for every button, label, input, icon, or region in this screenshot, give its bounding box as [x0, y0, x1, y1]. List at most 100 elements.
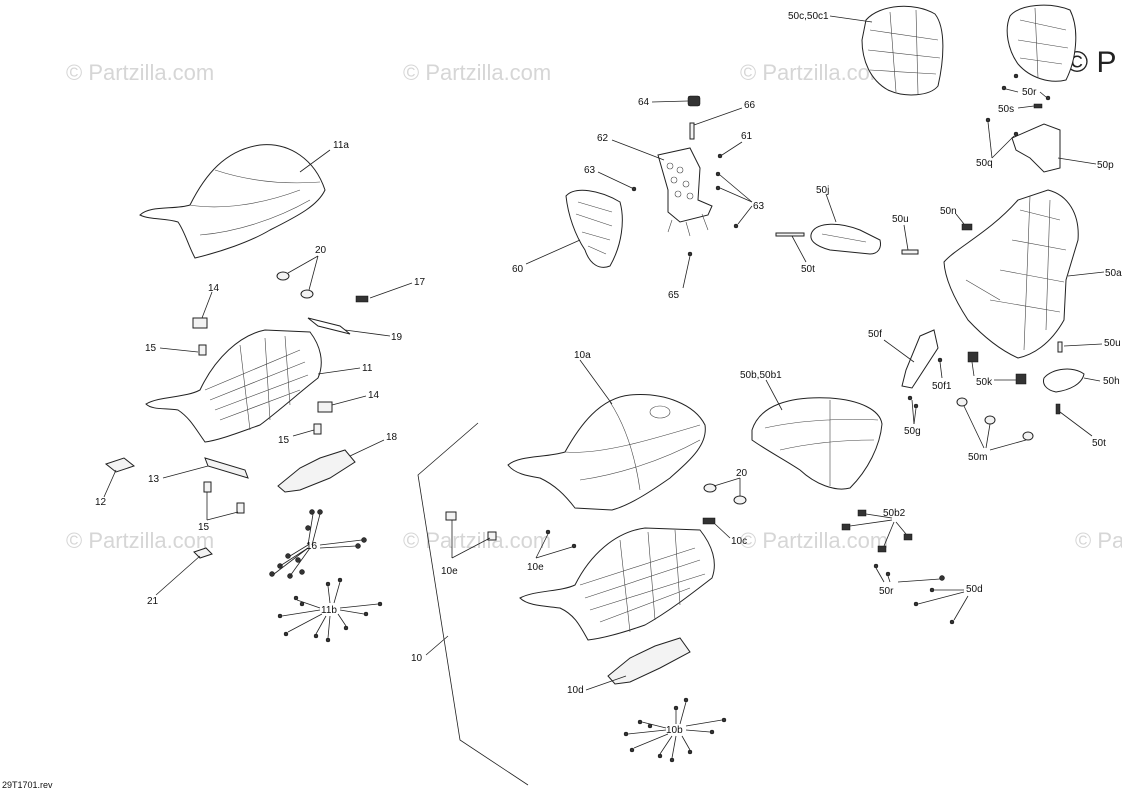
watermark-text: © Partzilla.com [66, 528, 214, 553]
part-50u-rod[interactable] [1057, 341, 1063, 353]
part-50h-knob[interactable] [1043, 368, 1085, 393]
callout-15: 15 [198, 522, 210, 533]
callout-16: 16 [306, 541, 318, 552]
callout-50t: 50t [801, 264, 815, 275]
callout-50b2: 50b2 [883, 508, 906, 519]
part-15-bushing[interactable] [198, 344, 207, 356]
watermark-text: © Partzilla.com [1075, 528, 1122, 553]
callout-50p: 50p [1097, 160, 1114, 171]
part-50c-backrest-cushion[interactable] [861, 5, 944, 96]
part-50f-linkage[interactable] [901, 329, 939, 389]
part-50t-screw[interactable] [1055, 403, 1061, 415]
callout-10e: 10e [441, 566, 458, 577]
callout-12: 12 [95, 497, 107, 508]
part-50a-seat-frame[interactable] [943, 189, 1079, 359]
part-50m-feet[interactable] [956, 397, 1034, 441]
part-20-grommets[interactable] [703, 483, 747, 505]
part-18-heat-shield[interactable] [277, 449, 356, 493]
part-15-bushing[interactable] [203, 481, 245, 514]
callout-50b: 50b,50b1 [740, 370, 782, 381]
part-14-clip[interactable] [192, 317, 208, 329]
callout-63: 63 [753, 201, 765, 212]
group-bracket-10 [417, 422, 529, 786]
watermark-text: © Partzilla.com [740, 528, 888, 553]
part-50n-clip[interactable] [961, 223, 973, 231]
part-66-bolt[interactable] [689, 122, 695, 140]
watermark-text: © Partzilla.com [403, 528, 551, 553]
callout-10c: 10c [731, 536, 747, 547]
part-50d-screws[interactable] [913, 587, 955, 625]
callout-50u: 50u [1104, 338, 1121, 349]
part-21-label[interactable] [193, 547, 213, 559]
part-50q-screws[interactable] [985, 117, 1019, 137]
part-63-screws[interactable] [631, 171, 739, 229]
part-11-seat-base[interactable] [145, 329, 322, 443]
part-61-screw[interactable] [717, 153, 723, 159]
part-50b2-fasteners[interactable] [841, 509, 913, 553]
part-50u-rod[interactable] [901, 249, 919, 255]
part-50k-connectors[interactable] [967, 351, 1027, 385]
callout-10b: 10b [666, 725, 683, 736]
callout-66: 66 [744, 100, 756, 111]
part-17-latch[interactable] [355, 295, 369, 303]
callout-50s: 50s [998, 104, 1014, 115]
part-64-knob[interactable] [687, 95, 701, 107]
watermark-text: © Partzilla.com [740, 60, 888, 85]
part-62-backrest-bracket[interactable] [657, 147, 713, 237]
part-13-mount-plate[interactable] [204, 457, 249, 479]
callout-50c: 50c,50c1 [788, 11, 829, 22]
part-10e-bumpers[interactable] [445, 511, 577, 549]
part-15-bushing[interactable] [313, 423, 322, 435]
callout-63: 63 [584, 165, 596, 176]
callout-11b: 11b [321, 605, 337, 616]
callout-10: 10 [411, 653, 423, 664]
part-50r-screws[interactable] [1001, 73, 1051, 101]
callout-64: 64 [638, 97, 650, 108]
part-19-bracket[interactable] [307, 317, 351, 335]
part-10-seat-base[interactable] [519, 527, 715, 641]
part-50g-screws[interactable] [907, 395, 919, 409]
watermark-group: © Partzilla.com © Partzilla.com © Partzi… [66, 46, 1122, 553]
callout-60: 60 [512, 264, 524, 275]
callout-50u: 50u [892, 214, 909, 225]
part-50p-bracket[interactable] [1011, 123, 1061, 173]
part-50r-screws[interactable] [873, 563, 945, 581]
callout-14: 14 [368, 390, 380, 401]
leader-lines-10b [627, 701, 723, 759]
callout-65: 65 [668, 290, 680, 301]
callout-19: 19 [391, 332, 403, 343]
callout-50k: 50k [976, 377, 993, 388]
callout-21: 21 [147, 596, 159, 607]
leader-lines-11b [281, 581, 379, 639]
part-50s-clip[interactable] [1033, 103, 1043, 109]
part-11a-seat-cover[interactable] [139, 144, 326, 259]
callout-20: 20 [736, 468, 748, 479]
callout-20: 20 [315, 245, 327, 256]
callout-50r: 50r [879, 586, 894, 597]
part-14-clip[interactable] [317, 401, 333, 413]
part-60-backrest-pad[interactable] [565, 189, 623, 268]
part-10a-seat-cover[interactable] [507, 394, 706, 511]
part-50t-pin[interactable] [775, 232, 805, 237]
part-16-nuts[interactable] [269, 509, 367, 579]
leader-lines-16 [273, 513, 363, 577]
callout-50h: 50h [1103, 376, 1120, 387]
callout-50g: 50g [904, 426, 921, 437]
callout-61: 61 [741, 131, 753, 142]
callout-14: 14 [208, 283, 220, 294]
part-50-backrest-shell[interactable] [1006, 4, 1077, 82]
callout-50f1: 50f1 [932, 381, 952, 392]
part-10d-heat-shield[interactable] [607, 637, 691, 685]
part-20-grommets[interactable] [276, 271, 314, 299]
callout-50j: 50j [816, 185, 829, 196]
part-50f1-screw[interactable] [937, 357, 943, 363]
diagram-reference-code: 29T1701.rev [2, 780, 53, 790]
part-50j-handle[interactable] [810, 223, 881, 255]
part-65-screw[interactable] [687, 251, 693, 257]
part-12-latch-plate[interactable] [104, 457, 136, 473]
callout-50a: 50a [1105, 268, 1122, 279]
callout-62: 62 [597, 133, 609, 144]
part-50b-seat-cushion[interactable] [751, 397, 883, 490]
part-10c-latch[interactable] [702, 517, 716, 525]
